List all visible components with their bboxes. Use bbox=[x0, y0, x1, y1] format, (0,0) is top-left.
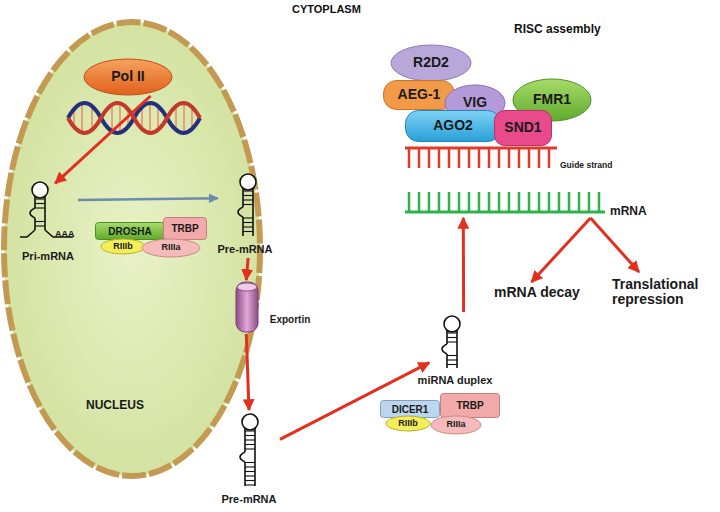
process-arrow bbox=[246, 258, 248, 280]
dna-strand bbox=[68, 103, 200, 133]
protein-box: AGO2 bbox=[405, 110, 501, 142]
node-label: RIIIa bbox=[141, 238, 201, 258]
node-label: AEG-1 bbox=[383, 80, 455, 110]
rna-hairpin: Pri-mRNA bbox=[18, 178, 78, 266]
node-label: Guide strand bbox=[560, 159, 622, 173]
hairpin-symbol bbox=[238, 174, 256, 236]
protein-box: AEG-1 bbox=[383, 80, 455, 110]
node-label: RIIIa bbox=[430, 415, 482, 435]
base-pairs bbox=[74, 103, 192, 133]
node-label: R2D2 bbox=[390, 44, 472, 82]
protein-oval: R2D2 bbox=[390, 44, 472, 82]
hairpin-symbol bbox=[442, 316, 460, 368]
node-label: mRNA decay bbox=[482, 282, 592, 304]
node-label: Pre-mRNA bbox=[214, 491, 284, 507]
protein-box: TRBP bbox=[440, 393, 500, 418]
node-label: TRBP bbox=[163, 217, 207, 240]
node-label: Translational repression bbox=[612, 272, 720, 312]
node-label: mRNA bbox=[610, 204, 665, 220]
process-arrow bbox=[591, 218, 640, 272]
node-label: DICER1 bbox=[380, 400, 440, 418]
node-label: DROSHA bbox=[95, 222, 165, 240]
process-arrow bbox=[55, 96, 150, 183]
exportin-channel: Exportin bbox=[234, 280, 316, 334]
node-label: Pri-mRNA bbox=[12, 248, 84, 264]
node-label: TRBP bbox=[440, 393, 500, 418]
domain-oval: RIIIb bbox=[100, 238, 146, 255]
protein-box: TRBP bbox=[163, 217, 207, 240]
nucleus-membrane: Pol IIPri-mRNAPre-mRNADROSHATRBPRIIIbRII… bbox=[0, 18, 264, 480]
protein-box: DROSHA bbox=[95, 222, 165, 240]
node-label: Pol II bbox=[83, 58, 173, 96]
domain-oval: RIIIa bbox=[430, 415, 482, 435]
hairpin-symbol bbox=[240, 414, 258, 486]
process-arrow bbox=[280, 363, 429, 440]
node-label: miRNA duplex bbox=[412, 372, 498, 388]
rna-hairpin: Pre-mRNA bbox=[218, 410, 280, 508]
rna-hairpin: Pre-mRNA bbox=[214, 170, 276, 258]
process-arrow bbox=[246, 334, 249, 410]
mrna-strand: mRNA bbox=[405, 188, 670, 218]
outcome-text: Translational repression bbox=[612, 272, 720, 312]
outcome-text: mRNA decay bbox=[482, 282, 592, 304]
node-label: RIIIb bbox=[385, 415, 431, 432]
process-arrow bbox=[78, 198, 218, 200]
process-arrow bbox=[532, 218, 591, 282]
guide-strand: Guide strand bbox=[405, 144, 620, 174]
domain-oval: RIIIb bbox=[385, 415, 431, 432]
dna-strand bbox=[68, 103, 200, 133]
heading-label: RISC assembly bbox=[514, 22, 601, 36]
node-label: SND1 bbox=[494, 110, 552, 146]
node-label: Exportin bbox=[264, 312, 316, 326]
protein-box: SND1 bbox=[494, 110, 552, 146]
rna-hairpin: miRNA duplex bbox=[412, 312, 498, 390]
enzyme-oval: Pol II bbox=[83, 58, 173, 96]
domain-oval: RIIIa bbox=[141, 238, 201, 258]
guide-strand-symbol bbox=[405, 148, 557, 168]
protein-box: DICER1 bbox=[380, 400, 440, 418]
exportin-channel-shape bbox=[234, 280, 316, 334]
node-label: AGO2 bbox=[405, 110, 501, 142]
node-label: RIIIb bbox=[100, 238, 146, 255]
hairpin-symbol bbox=[20, 182, 73, 237]
region-label: CYTOPLASM bbox=[292, 3, 361, 15]
process-arrow bbox=[462, 218, 465, 312]
mrna-strand-symbol bbox=[405, 192, 605, 212]
node-label: NUCLEUS bbox=[60, 396, 170, 416]
node-label: Pre-mRNA bbox=[210, 241, 280, 257]
